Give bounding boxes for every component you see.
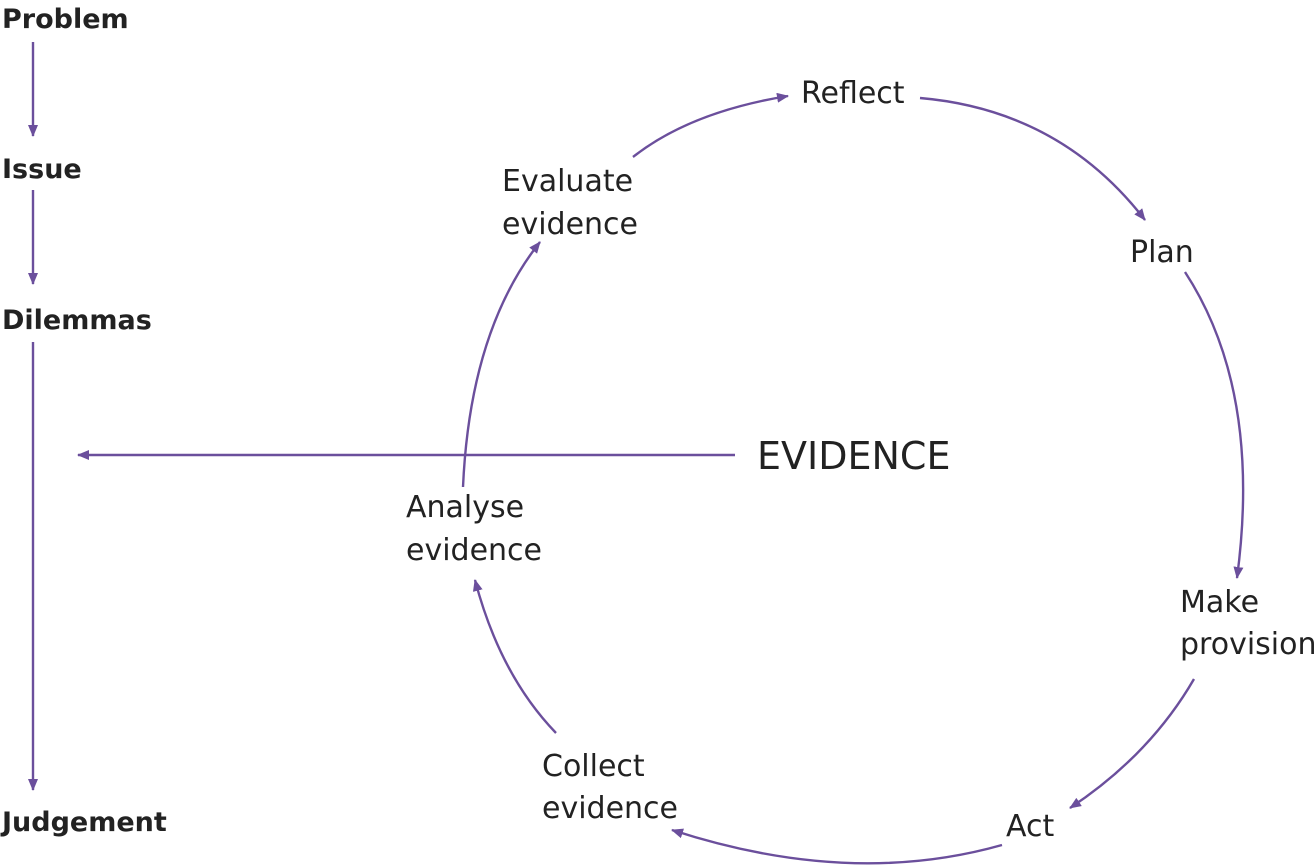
arrow-reflect-to-plan	[919, 96, 1146, 221]
reflect-label: Reflect	[801, 76, 905, 111]
collect-evidence-label-line1: Collect	[542, 749, 645, 784]
analyse-evidence-label-line1: Analyse	[406, 490, 524, 525]
evaluate-evidence-label-line2: evidence	[502, 207, 638, 242]
arrow-act-to-collect	[671, 828, 1003, 865]
issue-label: Issue	[2, 154, 82, 185]
evaluate-evidence-label-line1: Evaluate	[502, 164, 633, 199]
arrow-collect-to-analyse	[472, 579, 557, 734]
arrow-make-provision-to-act	[1069, 678, 1196, 810]
arrow-plan-to-make-provision	[1183, 271, 1245, 579]
make-provision-label-line2: provision	[1180, 627, 1316, 662]
judgement-label: Judgement	[0, 807, 167, 838]
arrow-analyse-to-evaluate	[461, 241, 541, 488]
make-provision-label-line1: Make	[1180, 585, 1259, 620]
arrow-evaluate-to-reflect	[632, 92, 789, 158]
problem-label: Problem	[2, 4, 129, 35]
plan-label: Plan	[1130, 235, 1194, 270]
act-label: Act	[1006, 809, 1054, 844]
dilemmas-label: Dilemmas	[2, 305, 152, 336]
evidence-center-label: EVIDENCE	[757, 434, 950, 478]
collect-evidence-label-line2: evidence	[542, 791, 678, 826]
analyse-evidence-label-line2: evidence	[406, 533, 542, 568]
